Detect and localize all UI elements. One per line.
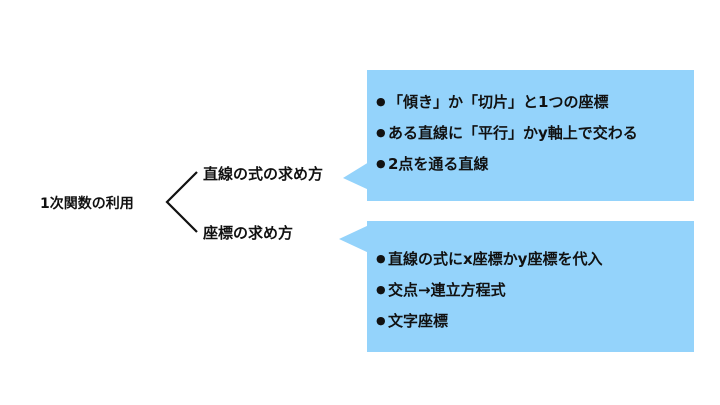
list-item: ●直線の式にx座標かy座標を代入 [376,250,603,268]
bullet-icon: ● [376,126,386,139]
list-item: ●文字座標 [376,312,449,330]
root-node: 1次関数の利用 [40,196,134,212]
callout-pointer-1 [343,162,369,190]
bullet-icon: ● [376,95,386,108]
bullet-icon: ● [376,283,386,296]
callout-pointer-2 [339,225,369,253]
bullet-icon: ● [376,157,386,170]
callout-box-line-equation: ●「傾き」か「切片」と1つの座標 ●ある直線に「平行」かy軸上で交わる ●2点を… [367,70,694,201]
branch-bracket [165,171,198,233]
list-item: ●2点を通る直線 [376,155,489,173]
branch-line-equation: 直線の式の求め方 [203,165,324,183]
bullet-icon: ● [376,314,386,327]
callout-box-coordinates: ●直線の式にx座標かy座標を代入 ●交点→連立方程式 ●文字座標 [367,221,694,352]
list-item: ●「傾き」か「切片」と1つの座標 [376,93,609,111]
branch-coordinates: 座標の求め方 [203,224,294,242]
list-item: ●ある直線に「平行」かy軸上で交わる [376,124,638,142]
list-item: ●交点→連立方程式 [376,281,506,299]
bullet-icon: ● [376,252,386,265]
